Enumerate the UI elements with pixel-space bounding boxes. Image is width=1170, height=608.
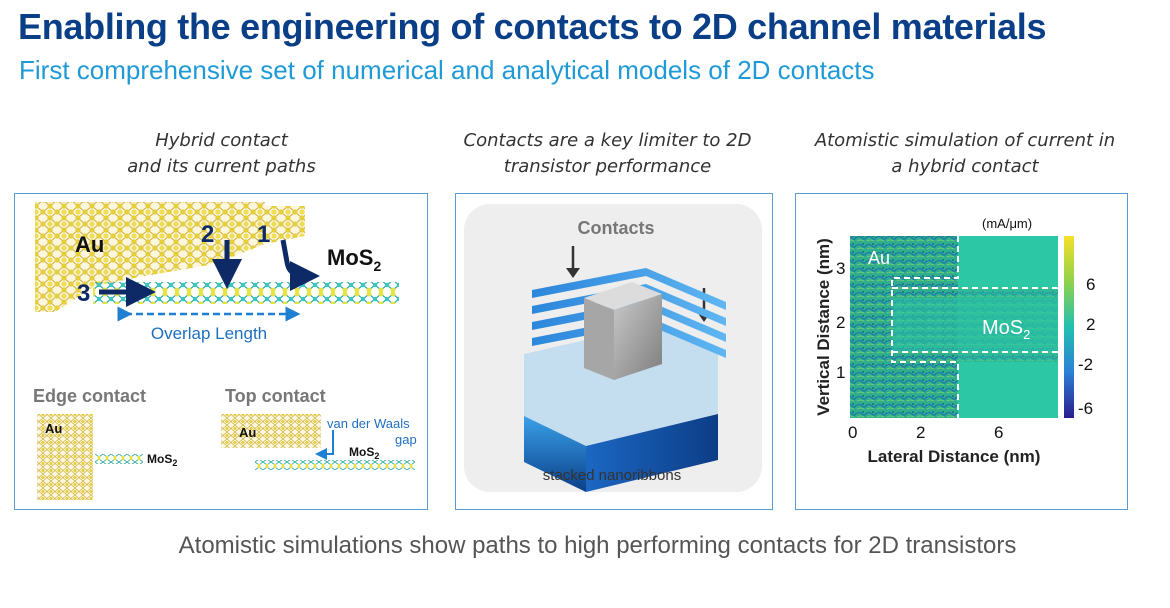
mos2-label: MoS2	[327, 245, 381, 274]
gate-left	[584, 298, 614, 380]
mos2-lattice	[93, 282, 399, 304]
edge-contact-mos2-strip	[95, 454, 187, 464]
contact-arrow-left-head	[566, 268, 580, 278]
substrate-glass	[524, 324, 718, 446]
mos2-label-bg	[315, 238, 395, 276]
vdw-label-line2: gap	[395, 432, 417, 447]
colorbar-tick-2: 2	[1086, 315, 1095, 334]
path-3-label: 3	[77, 280, 90, 307]
colorbar-tick-neg6: -6	[1078, 399, 1093, 418]
footer-statement: Atomistic simulations show paths to high…	[178, 532, 1017, 559]
au-boundary	[891, 236, 959, 418]
panel-3-caption: Atomistic simulation of current in a hyb…	[790, 128, 1140, 180]
hybrid-contact-panel: Au MoS2 1 2 3 Overlap Length Edge contac…	[14, 193, 428, 510]
colorbar	[1064, 236, 1074, 418]
panel-2-caption-line1: Contacts are a key limiter to 2D	[463, 130, 752, 151]
top-contact-mos2-strip	[255, 460, 415, 470]
path-2-label: 2	[201, 221, 214, 248]
edge-contact-au-block	[37, 414, 93, 500]
mos2-region-core	[892, 298, 1058, 352]
gate-front	[614, 294, 662, 380]
gate-top	[584, 282, 662, 310]
x-axis-label: Lateral Distance (nm)	[868, 447, 1041, 466]
colorbar-unit: (mA/μm)	[982, 216, 1032, 231]
top-mos2-label: MoS2	[349, 445, 379, 461]
au-label: Au	[75, 232, 104, 257]
edge-au-label: Au	[45, 421, 62, 436]
top-contact-au-block	[221, 414, 321, 448]
colorbar-tick-6: 6	[1086, 275, 1095, 294]
map-au-label: Au	[868, 248, 890, 268]
current-path-1-arrow	[280, 239, 320, 291]
panel-1-caption-line2: and its current paths	[127, 156, 316, 177]
stacked-nanoribbons-label: stacked nanoribbons	[543, 467, 681, 484]
nanoribbon-diagram: Contacts stacked nanoribbons	[464, 204, 762, 492]
panel-1-caption: Hybrid contact and its current paths	[15, 128, 428, 180]
panel-1-caption-line1: Hybrid contact	[155, 130, 288, 151]
nanoribbon-panel: Contacts stacked nanoribbons	[455, 193, 773, 510]
hybrid-contact-diagram: Au MoS2 1 2 3 Overlap Length Edge contac…	[33, 202, 417, 500]
page-title: Enabling the engineering of contacts to …	[18, 6, 1047, 47]
top-contact-label: Top contact	[225, 386, 326, 406]
vdw-label-line1: van der Waals	[327, 416, 410, 431]
substrate-left-face	[524, 416, 586, 492]
y-tick-1: 1	[836, 363, 845, 382]
overlap-length-label: Overlap Length	[151, 324, 267, 343]
panel-3-caption-line1: Atomistic simulation of current in	[814, 130, 1116, 151]
map-mos2-label: MoS2	[982, 317, 1030, 342]
path-1-label: 1	[257, 221, 270, 248]
x-tick-0: 0	[848, 423, 857, 442]
top-au-label: Au	[239, 425, 256, 440]
vdw-gap-pointer	[315, 430, 334, 460]
panel-3-caption-line2: a hybrid contact	[891, 156, 1039, 177]
simulation-panel: (mA/μm) Au MoS2 6 2 -2 -6 3 2 1 0 2 6 La…	[795, 193, 1128, 510]
top-mos2-label-bg	[347, 442, 387, 460]
y-tick-3: 3	[836, 259, 845, 278]
edge-contact-label: Edge contact	[33, 386, 146, 406]
substrate-front-face	[586, 414, 718, 492]
page-subtitle: First comprehensive set of numerical and…	[19, 55, 875, 85]
panel-2-caption: Contacts are a key limiter to 2D transis…	[430, 128, 785, 180]
mos2-boundary	[892, 287, 1058, 353]
contacts-label: Contacts	[577, 218, 654, 238]
panel-2-caption-line2: transistor performance	[503, 156, 712, 177]
y-axis-label: Vertical Distance (nm)	[814, 238, 833, 416]
edge-mos2-label-bg	[143, 448, 189, 468]
y-tick-2: 2	[836, 313, 845, 332]
x-tick-6: 6	[994, 423, 1003, 442]
colorbar-tick-neg2: -2	[1078, 355, 1093, 374]
x-tick-2: 2	[916, 423, 925, 442]
ribbon-1	[532, 268, 726, 310]
current-map: (mA/μm) Au MoS2 6 2 -2 -6 3 2 1 0 2 6 La…	[814, 216, 1095, 466]
edge-mos2-label: MoS2	[147, 452, 177, 468]
